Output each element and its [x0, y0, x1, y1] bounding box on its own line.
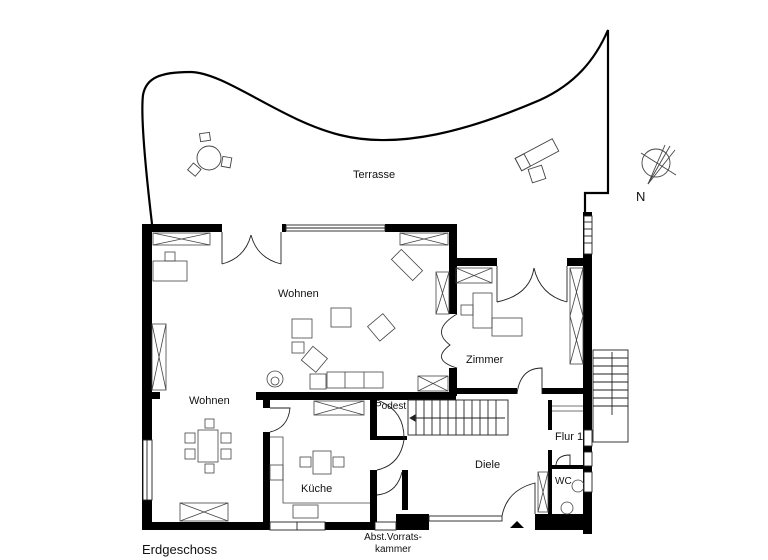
- doors: [221, 232, 571, 517]
- room-label-flur: Flur 1: [555, 431, 584, 443]
- room-label-terrasse: Terrasse: [353, 169, 396, 181]
- room-label-zimmer: Zimmer: [466, 354, 504, 366]
- room-label-podest: Podest: [375, 401, 407, 412]
- room-label-wohnen-living: Wohnen: [278, 288, 319, 300]
- floor-title: Erdgeschoss: [142, 542, 218, 557]
- room-label-wohnen-dining: Wohnen: [189, 395, 230, 407]
- furniture: [152, 248, 585, 519]
- stairs-exterior: [592, 349, 629, 443]
- entrance-arrow-icon: [510, 521, 524, 528]
- compass-north-label: N: [636, 189, 646, 204]
- room-label-vorratskammer: Abst.Vorrats- kammer: [358, 533, 428, 555]
- room-label-diele: Diele: [475, 459, 501, 471]
- terrace-outline: [141, 29, 610, 225]
- built-ins: [151, 232, 584, 522]
- compass-icon: [640, 144, 677, 185]
- vorrat-line1: Abst.Vorrats-: [364, 532, 422, 543]
- vorrat-line2: kammer: [374, 544, 412, 555]
- room-label-wc: WC: [555, 476, 572, 487]
- terrace-table-icon: [186, 131, 233, 177]
- windows: [142, 215, 593, 531]
- sun-lounger-icon: [514, 138, 560, 184]
- walls: [142, 212, 592, 534]
- stairs-interior: [407, 399, 509, 436]
- room-label-kueche: Küche: [301, 483, 333, 495]
